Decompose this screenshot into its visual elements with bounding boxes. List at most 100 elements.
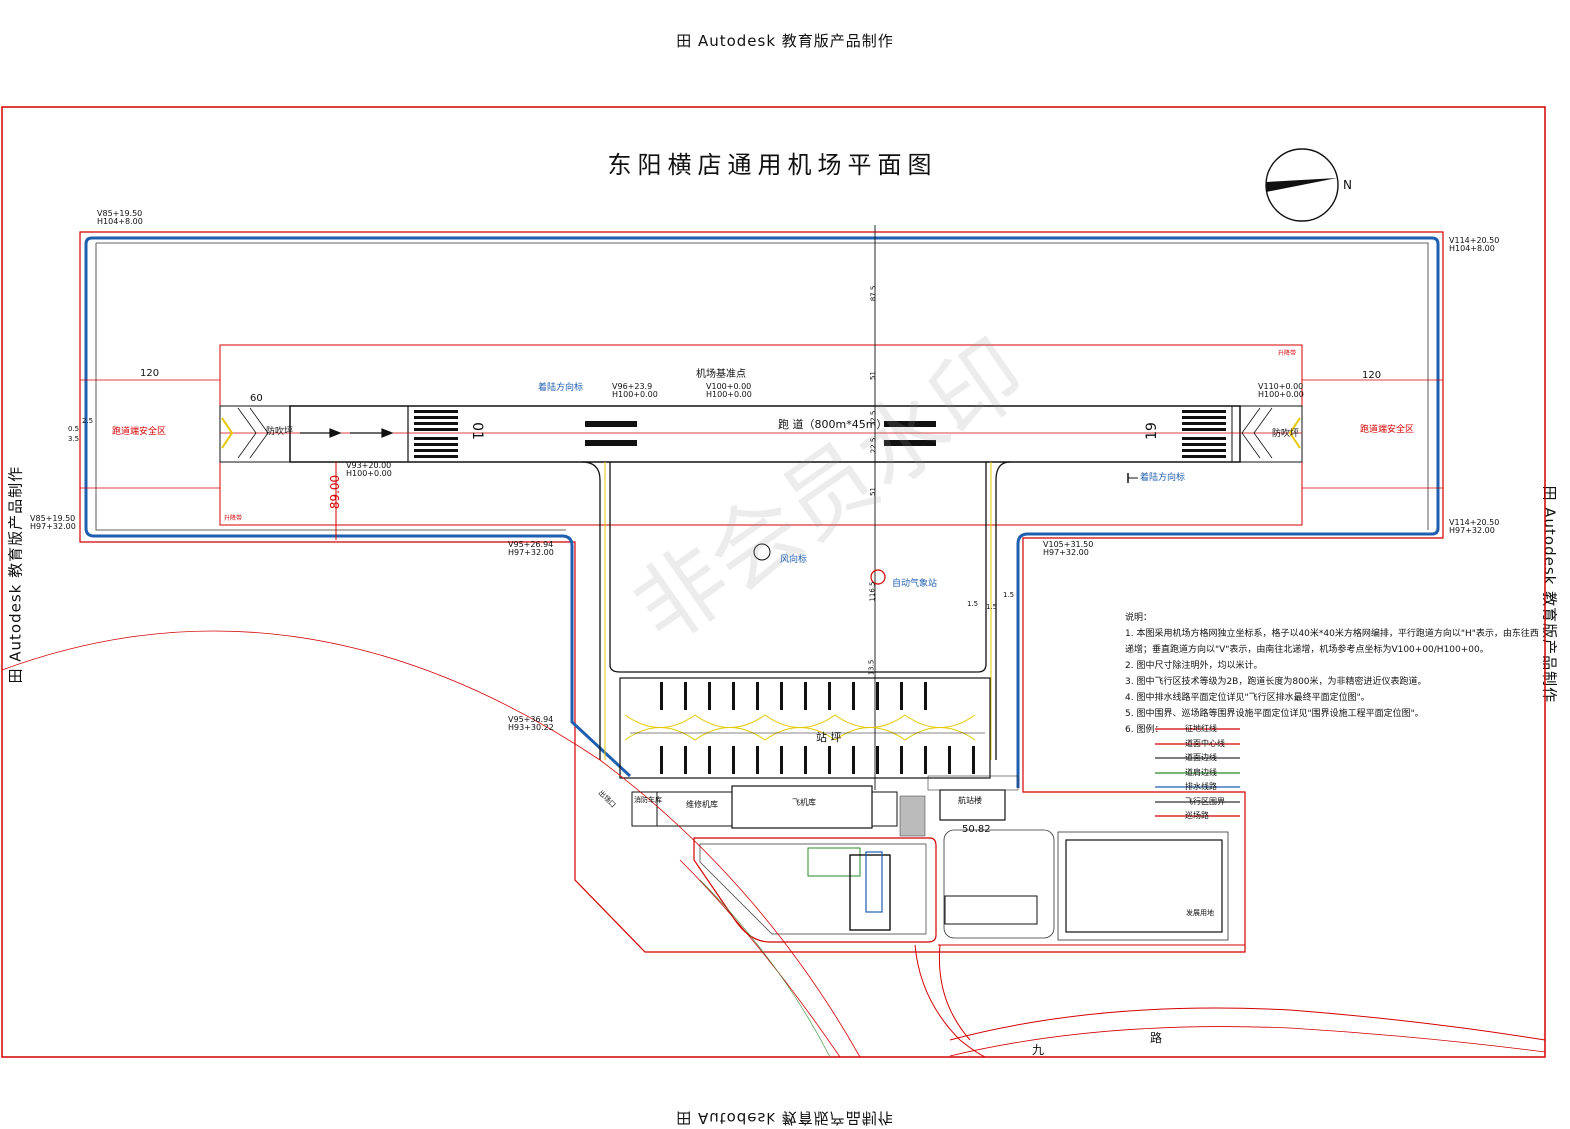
dim-22-5-b: 22.5 (869, 437, 878, 454)
dim-120-left: 120 (140, 368, 160, 379)
note-5: 5. 图中围界、巡场路等围界设施平面定位详见"围界设施工程平面定位图"。 (1125, 709, 1424, 719)
legend-item: 飞行区围界 (1185, 796, 1225, 806)
autodesk-banner-top: 田 Autodesk 教育版产品制作 (676, 32, 894, 50)
coord-p4-v: V95+26.94 (508, 540, 554, 549)
maintenance-hangar (656, 791, 733, 827)
road-label-jiu: 九 (1032, 1043, 1045, 1057)
strip-label-left: 升降带 (224, 515, 243, 522)
notes-title: 说明： (1125, 613, 1153, 623)
jiu-road (949, 1007, 1546, 1041)
coord-p5-v: V105+31.50 (1043, 540, 1094, 549)
apron-stands-top (660, 682, 927, 710)
legend-item: 排水线路 (1185, 782, 1217, 791)
development-land (1065, 839, 1223, 933)
coord-ml-v: V85+19.50 (30, 514, 76, 523)
legend-item: 道面中心线 (1185, 738, 1225, 748)
coord-ref-v: V100+0.00 (706, 382, 752, 391)
weather-station-label: 自动气象站 (892, 579, 938, 589)
safety-area-right: 跑道端安全区 (1360, 425, 1415, 435)
north-label: N (1343, 178, 1352, 192)
landing-sign-2: 着陆方向标 (1140, 473, 1186, 483)
safety-area-left: 跑道端安全区 (112, 427, 167, 437)
apron (619, 677, 991, 779)
dim-116-5: 116.5 (868, 581, 877, 602)
dim-0-5: 0.5 (68, 425, 80, 433)
hangar-label: 飞机库 (792, 798, 816, 807)
dim-1-5-c: 1.5 (1003, 591, 1015, 599)
note-3: 3. 图中飞行区技术等级为2B，跑道长度为800米，为非精密进近仪表跑道。 (1125, 677, 1427, 687)
parking-block (943, 829, 1055, 939)
note-2: 2. 图中尺寸除注明外，均以米计。 (1125, 661, 1263, 671)
coord-ref-h: H100+0.00 (706, 390, 752, 399)
external-road-1 (1, 630, 861, 1058)
drawing-title: 东阳横店通用机场平面图 (607, 151, 938, 179)
displaced-arrows (300, 428, 394, 438)
legend-item: 巡场路 (1185, 811, 1209, 820)
strip-label-right: 升降带 (1278, 350, 1297, 357)
runway-number-right: 19 (1143, 422, 1160, 440)
legend-item: 道肩边线 (1185, 767, 1217, 777)
north-arrow-needle (1266, 178, 1337, 192)
runway-label: 跑 道（800m*45m） (778, 418, 888, 431)
note-1: 1. 本图采用机场方格网独立坐标系，格子以40米*40米方格网编排，平行跑道方向… (1125, 629, 1539, 655)
runway-number-left: 01 (468, 422, 485, 440)
dim-60: 60 (250, 393, 263, 404)
coord-p4-h: H97+32.00 (508, 548, 554, 557)
blast-pad-right (1231, 405, 1303, 463)
maintenance-hangar-label: 维修机库 (686, 800, 718, 809)
patrol-road-right (92, 236, 1440, 788)
coord-p6-h: H93+30.22 (508, 723, 554, 732)
aiming-points (585, 421, 936, 446)
development-land-outer (1057, 831, 1229, 941)
land-boundary (79, 231, 1444, 953)
dim-51-bottom: 51 (868, 487, 877, 496)
dim-120-right: 120 (1362, 370, 1382, 381)
windsock-label: 风向标 (780, 555, 808, 565)
road-label-lu: 路 (1150, 1031, 1163, 1045)
note-4: 4. 图中排水线路平面定位详见"飞行区排水最终平面定位图"。 (1125, 693, 1370, 703)
dim-89: 89.00 (328, 474, 343, 510)
sports-court (807, 847, 861, 877)
legend-lines (1155, 728, 1240, 817)
coord-p1-h: H100+0.00 (612, 390, 658, 399)
dim-3-5: 3.5 (68, 435, 80, 443)
dim-5082: 50.82 (962, 824, 991, 835)
apron-label: 站 坪 (816, 731, 842, 744)
coord-p2-v: V110+0.00 (1258, 382, 1304, 391)
dim-2-5: 2.5 (82, 417, 94, 425)
dim-51-top: 51 (868, 371, 877, 380)
coord-ml-h: H97+32.00 (30, 522, 76, 531)
note-6: 6. 图例： (1125, 725, 1164, 735)
terminal-label: 航站楼 (958, 796, 982, 805)
taxiway-loop (609, 462, 987, 673)
blast-pad-left (219, 405, 291, 463)
landing-sign-1: 着陆方向标 (538, 383, 584, 393)
coord-p1-v: V96+23.9 (612, 382, 653, 391)
development-land-label: 发展用地 (1186, 909, 1214, 917)
coord-p3-h: H100+0.00 (346, 469, 392, 478)
patrol-road-left (84, 236, 632, 778)
coord-p2-h: H100+0.00 (1258, 390, 1304, 399)
weather-station-symbol (870, 569, 886, 585)
fence-line (95, 242, 1429, 531)
notes-block: 说明： 1. 本图采用机场方格网独立坐标系，格子以40米*40米方格网编排，平行… (1125, 610, 1545, 738)
coord-p3-v: V93+20.00 (346, 461, 392, 470)
landside-road-left (693, 837, 937, 943)
dim-1-5-b: 1.5 (986, 603, 998, 611)
legend: 征地红线 道面中心线 道面边线 道肩边线 排水线路 飞行区围界 巡场路 (1185, 722, 1225, 824)
windsock-symbol (753, 543, 771, 561)
dim-22-5-a: 22.5 (869, 410, 878, 427)
dim-13-5: 13.5 (867, 659, 876, 676)
legend-item: 征地红线 (1185, 724, 1217, 733)
coord-mr-h: H97+32.00 (1449, 526, 1495, 535)
blast-pad-left-label: 防吹坪 (266, 427, 294, 437)
legend-item: 道面边线 (1185, 753, 1217, 762)
coord-mr-v: V114+20.50 (1449, 518, 1500, 527)
coord-tl-h: H104+8.00 (97, 217, 143, 226)
drawing-frame (1, 106, 1546, 1058)
coord-tl-v: V85+19.50 (97, 209, 143, 218)
aircraft-hangar (731, 785, 873, 829)
blast-pad-right-label: 防吹坪 (1272, 429, 1300, 439)
reference-point-label: 机场基准点 (696, 369, 746, 380)
terminal-building (939, 789, 1006, 821)
